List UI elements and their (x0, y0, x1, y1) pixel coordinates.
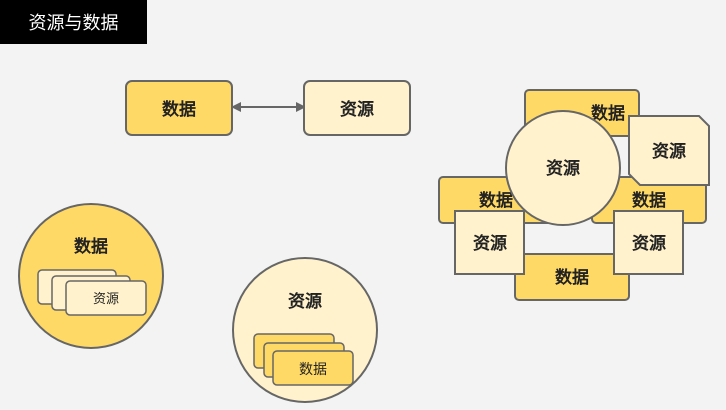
stacked-resource-card-front (65, 280, 147, 316)
stacked-resource-label: 资源 (93, 292, 119, 307)
ring-resource-node-right (613, 210, 684, 275)
resource-box-label: 资源 (340, 99, 374, 120)
ring-resource-node-top-right (628, 115, 710, 186)
ring-data-node-bottom-label: 数据 (555, 267, 589, 288)
ring-resource-node-left (454, 210, 525, 275)
resource-contains-data-group: 资源 数据 (232, 257, 378, 403)
stacked-data-label: 数据 (299, 362, 327, 378)
data-circle-label: 数据 (74, 236, 108, 257)
stacked-data-card-front (272, 350, 354, 386)
ring-data-node-right-label: 数据 (632, 190, 666, 211)
ring-data-node-top-label: 数据 (591, 103, 625, 124)
ring-center-resource-label: 资源 (546, 158, 580, 179)
arrow-pair-group: 数据 资源 (125, 80, 411, 136)
data-contains-resources-group: 数据 资源 (18, 203, 164, 349)
data-box-label: 数据 (162, 99, 196, 120)
ring-resource-node-right-label: 资源 (632, 233, 666, 254)
ring-cluster-group: 数据 数据 数据 数据 资源 资源 资源 资源 (438, 89, 710, 301)
ring-data-node-left-label: 数据 (479, 190, 513, 211)
ring-resource-node-left-label: 资源 (473, 233, 507, 254)
resource-box (303, 80, 411, 136)
ring-data-node-bottom (514, 253, 630, 301)
page-title: 资源与数据 (0, 0, 147, 44)
ring-resource-node-top-right-label: 资源 (652, 141, 686, 162)
ring-center-resource-circle (505, 110, 621, 226)
resource-circle-label: 资源 (288, 291, 322, 312)
